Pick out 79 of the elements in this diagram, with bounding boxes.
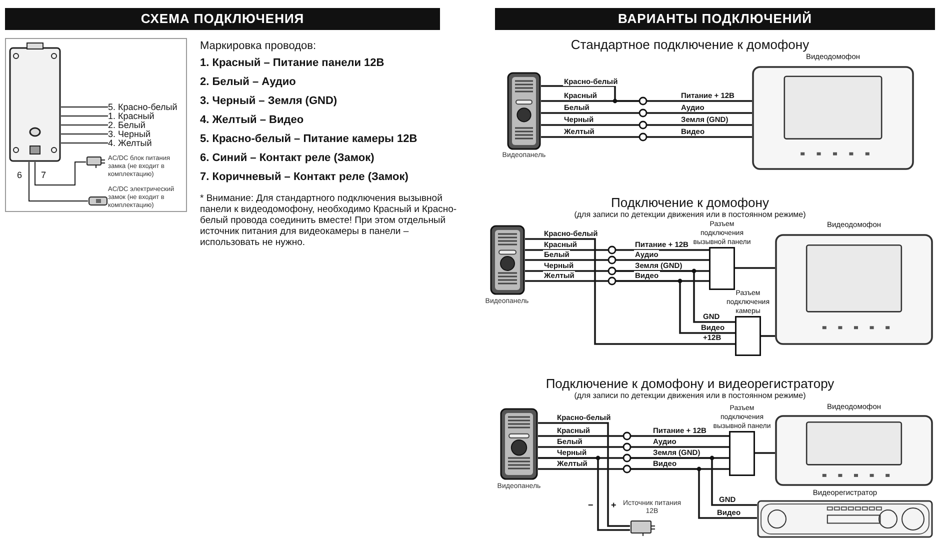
wire-label: 4. Желтый [108, 138, 186, 148]
wire [761, 335, 775, 337]
wire [34, 162, 86, 186]
wire [735, 267, 775, 269]
list-heading: Маркировка проводов: [200, 40, 318, 53]
wire-list-item: 4. Желтый – Видео [200, 114, 305, 127]
wire [616, 249, 709, 251]
wire [538, 457, 630, 531]
wire-number: 6 [17, 170, 22, 180]
section-title: Подключение к домофону и видеорегистратору [544, 377, 836, 392]
wire [525, 259, 608, 261]
wire [538, 422, 630, 527]
wire-list-item: 1. Красный – Питание панели 12В [200, 57, 386, 70]
section-header: СХЕМА ПОДКЛЮЧЕНИЯ [5, 8, 440, 30]
wire [631, 468, 757, 519]
wire [525, 280, 608, 282]
wire [647, 124, 752, 126]
section-title: Подключение к домофону [610, 196, 770, 211]
wire [631, 446, 729, 448]
wire-number: 7 [41, 170, 46, 180]
wire [616, 280, 735, 334]
wire [647, 100, 752, 102]
wire-label: 3. Черный [108, 129, 186, 139]
leader-line [60, 124, 108, 126]
wire [631, 435, 729, 437]
power-adapter-drawing [86, 156, 106, 168]
wire [541, 100, 639, 102]
connector-circle [623, 454, 631, 462]
power-adapter-drawing [630, 520, 656, 536]
wire [538, 435, 623, 437]
door-lock-drawing [88, 196, 108, 206]
connector-circle [639, 109, 647, 117]
wire-list-item: 5. Красно-белый – Питание камеры 12В [200, 133, 418, 146]
wire [616, 259, 709, 261]
note-text: * Внимание: Для стандартного подключения вызывной панели к видеодомофону, необходимо Красный и Красно-белый провода соединить вместе! При этом отдельный источник питания для видеокамеры в панели – использовать не нужно. [200, 193, 458, 248]
door-panel-drawing [490, 225, 525, 295]
connector-circle [639, 121, 647, 129]
leader-line [60, 142, 108, 144]
connector-circle [639, 97, 647, 105]
wire [755, 452, 775, 454]
wire [541, 112, 639, 114]
section-title: Стандартное подключение к домофону [570, 38, 810, 53]
wire [541, 124, 639, 126]
connector-circle [623, 443, 631, 451]
diagram-frame [5, 38, 187, 212]
wire-list-item: 7. Коричневый – Контакт реле (Замок) [200, 171, 410, 184]
door-panel-drawing [500, 408, 538, 480]
wire [647, 136, 752, 138]
wire-label: 5. Красно-белый [108, 102, 186, 112]
connector-circle [608, 246, 616, 254]
section-subtitle: (для записи по детекции движения или в постоянном режиме) [573, 210, 807, 220]
wire [28, 162, 88, 202]
connector-circle [623, 432, 631, 440]
wire [525, 270, 608, 272]
section-header: ВАРИАНТЫ ПОДКЛЮЧЕНИЙ [495, 8, 935, 30]
wire [538, 468, 623, 470]
wire [616, 270, 735, 323]
wire [631, 457, 757, 506]
wire-label: 1. Красный [108, 111, 186, 121]
door-panel-drawing [507, 72, 541, 150]
wire-label: 2. Белый [108, 120, 186, 130]
wire-list-item: 3. Черный – Земля (GND) [200, 95, 338, 108]
wire-list-item: 6. Синий – Контакт реле (Замок) [200, 152, 376, 165]
connector-circle [639, 133, 647, 141]
connector-circle [623, 465, 631, 473]
leader-line [60, 106, 108, 108]
polarity-sign: − [588, 500, 594, 510]
panel-back-drawing [9, 42, 61, 162]
connector-circle [608, 256, 616, 264]
wire [525, 249, 608, 251]
polarity-sign: + [611, 500, 616, 510]
connector-circle [608, 267, 616, 275]
wire [525, 238, 735, 345]
section-subtitle: (для записи по детекции движения или в постоянном режиме) [573, 391, 807, 400]
wire [538, 446, 623, 448]
wire-list-item: 2. Белый – Аудио [200, 76, 297, 89]
wire [541, 136, 639, 138]
wire [647, 112, 752, 114]
connector-circle [608, 277, 616, 285]
